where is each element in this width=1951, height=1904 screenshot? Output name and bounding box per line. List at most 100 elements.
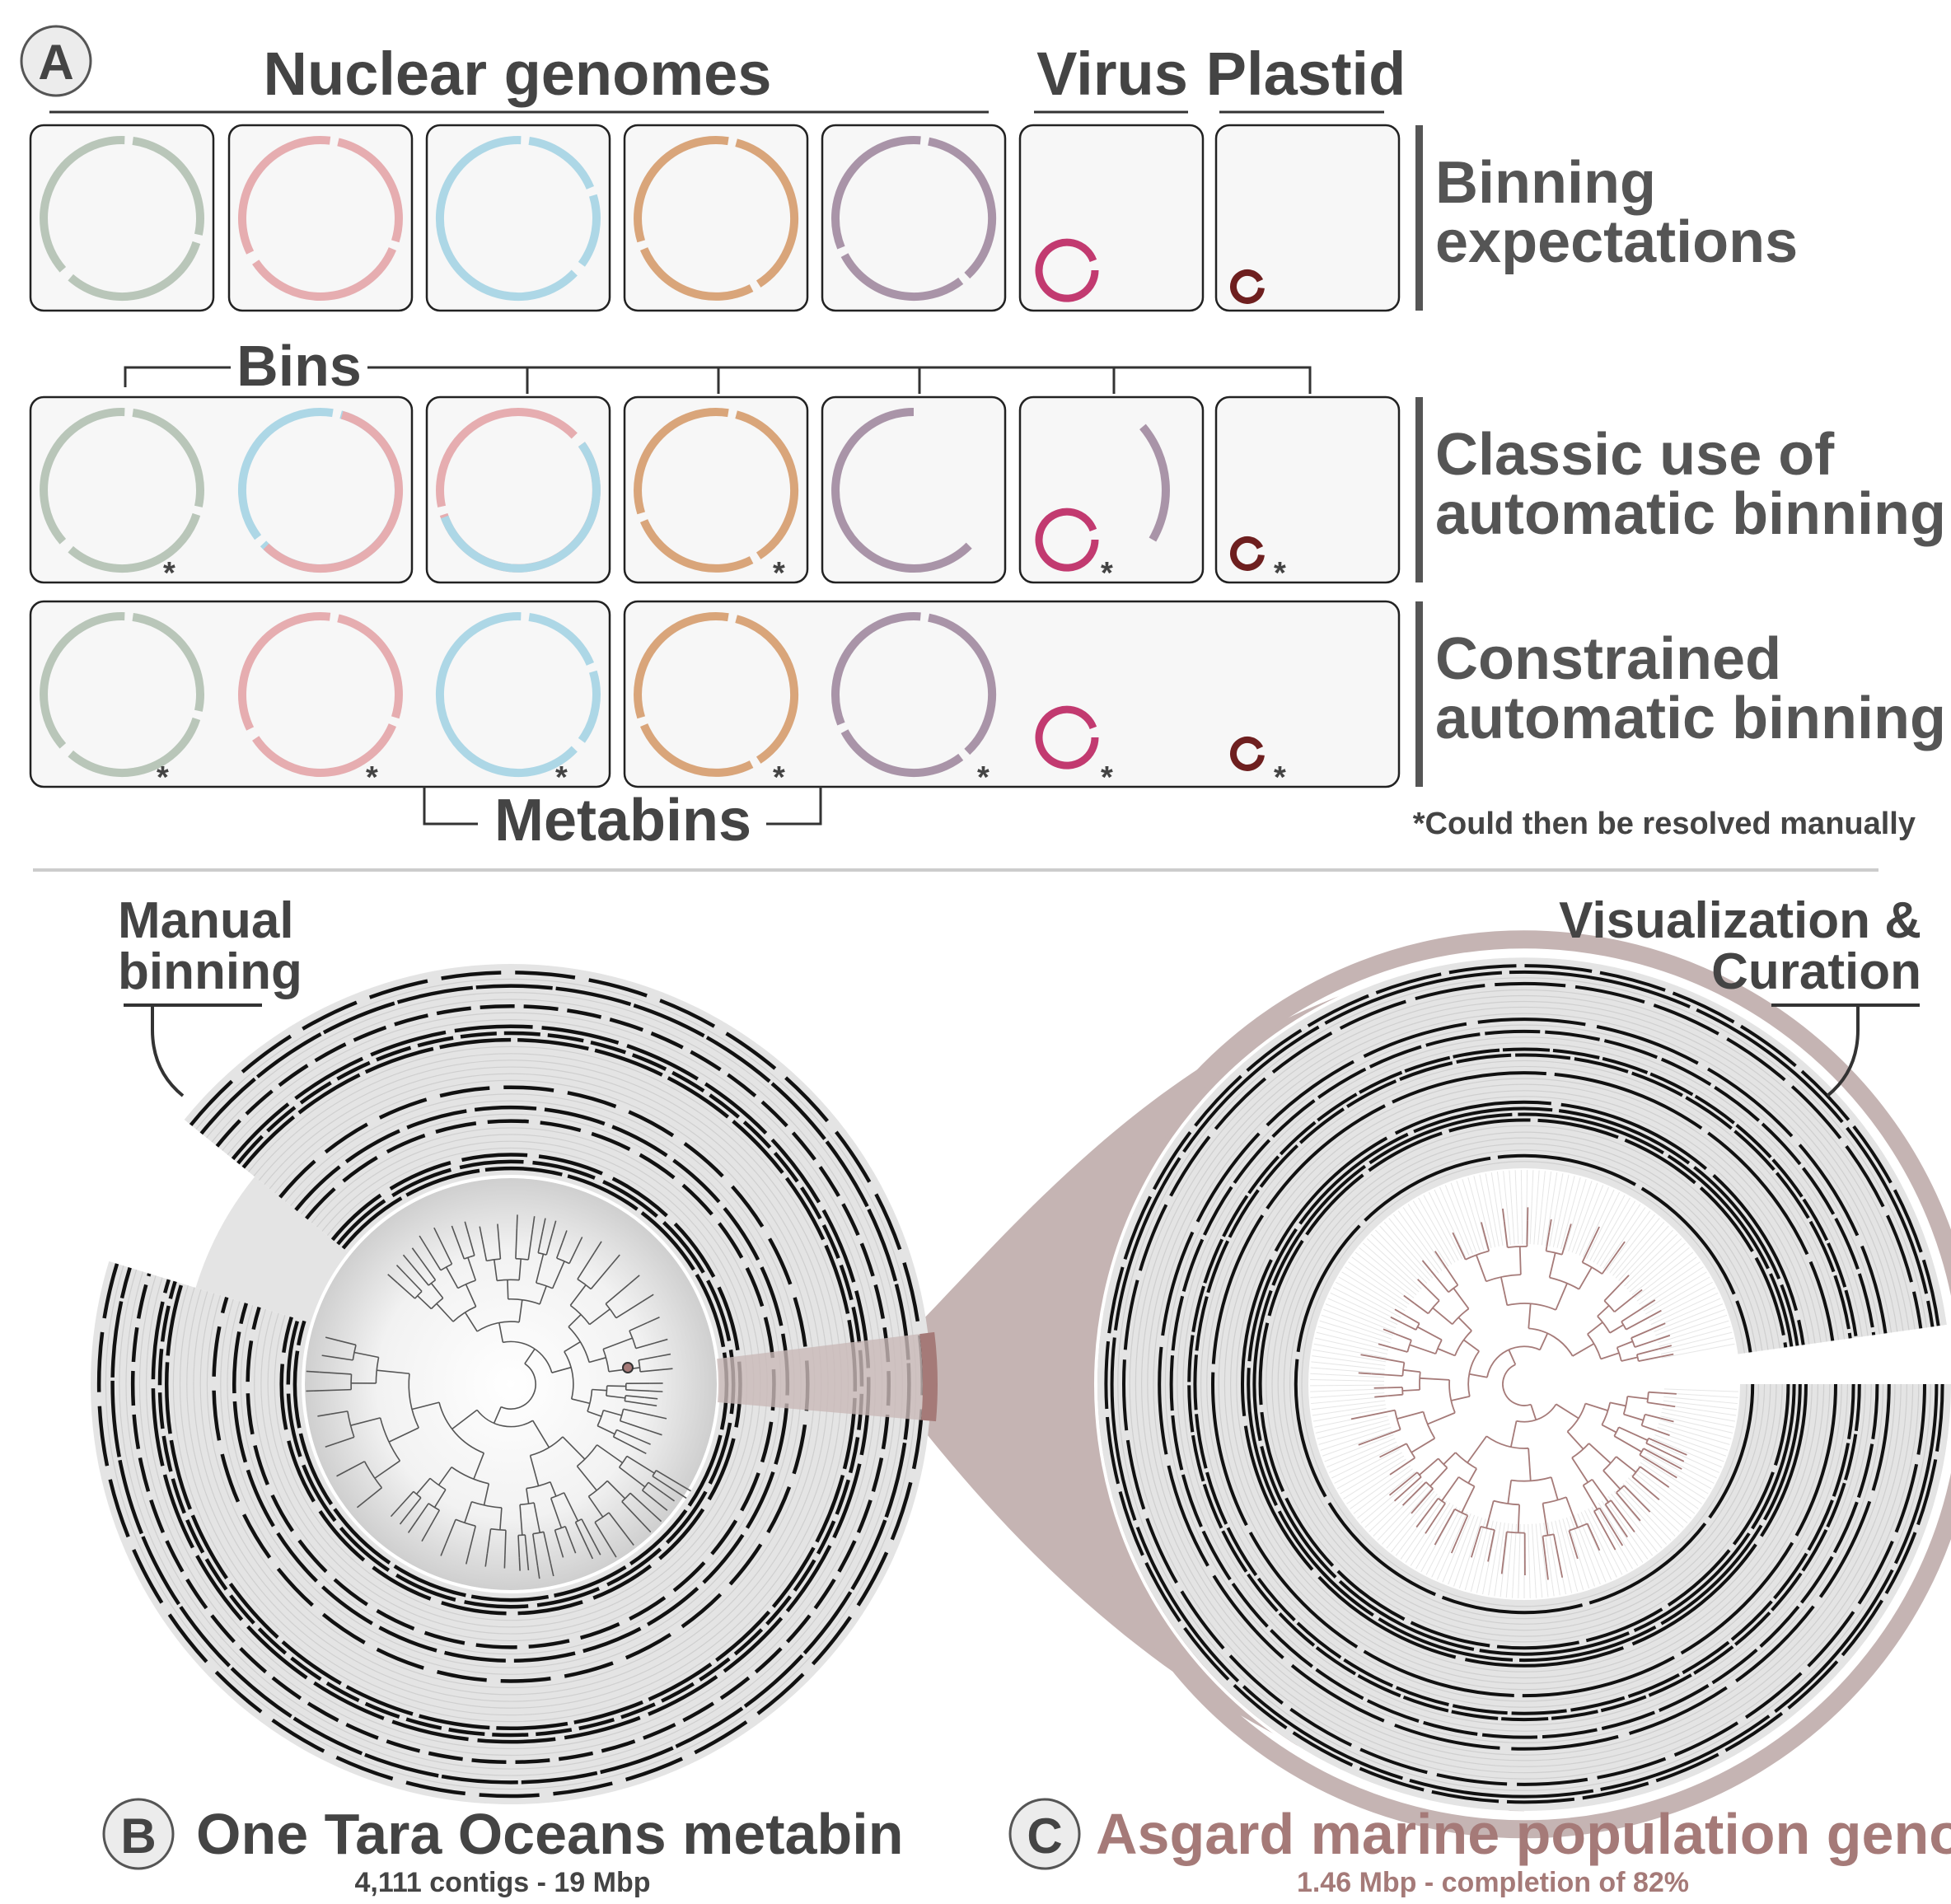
tree-branch bbox=[581, 1518, 596, 1544]
ring-segment bbox=[436, 408, 578, 508]
tree-leaf bbox=[526, 1556, 530, 1570]
row-label-bar bbox=[1415, 397, 1423, 582]
leaf-guide bbox=[1329, 1441, 1397, 1473]
tree-branch bbox=[1610, 1499, 1628, 1523]
tree-branch bbox=[1571, 1457, 1589, 1483]
leaf-guide bbox=[1634, 1251, 1694, 1298]
leaf-guide bbox=[1354, 1251, 1415, 1298]
tree-arc bbox=[1640, 1414, 1646, 1426]
panel-b-title: One Tara Oceans metabin bbox=[196, 1802, 903, 1866]
tree-branch bbox=[464, 1501, 473, 1523]
ring-segment bbox=[928, 613, 997, 756]
visualization-pointer bbox=[1771, 1003, 1920, 1097]
tree-branch bbox=[1402, 1368, 1420, 1373]
leaf-guide bbox=[1594, 1504, 1633, 1570]
leaf-guide bbox=[1436, 1512, 1468, 1580]
tree-branch bbox=[1474, 1526, 1482, 1546]
leaf-guide bbox=[1612, 1218, 1660, 1276]
panel-box bbox=[29, 395, 414, 584]
ring-segment bbox=[578, 194, 601, 267]
leaf-guide bbox=[1657, 1427, 1729, 1451]
tree-branch bbox=[348, 1461, 365, 1471]
tree-leaf bbox=[1660, 1353, 1674, 1358]
ring-segment bbox=[735, 410, 799, 559]
tree-leaf bbox=[1548, 1219, 1552, 1233]
asterisk: * bbox=[163, 556, 175, 591]
tree-leaf bbox=[1619, 1525, 1628, 1538]
ring-segment bbox=[337, 138, 403, 243]
tree-branch bbox=[1626, 1316, 1650, 1331]
ring-segment bbox=[337, 614, 403, 719]
tree-leaf bbox=[484, 1553, 489, 1567]
tree-branch bbox=[1507, 1480, 1513, 1504]
tree-branch bbox=[451, 1409, 478, 1430]
tree-branch bbox=[319, 1371, 352, 1375]
leaf-guide bbox=[1616, 1488, 1667, 1545]
tree-branch bbox=[639, 1355, 658, 1361]
tree-branch bbox=[1484, 1234, 1490, 1251]
ring-segment bbox=[132, 408, 204, 508]
leaf-guide bbox=[1448, 1514, 1476, 1585]
tree-arc bbox=[1587, 1333, 1602, 1359]
tree-branch bbox=[1409, 1344, 1436, 1355]
leaf-guide bbox=[1662, 1408, 1736, 1422]
tree-arc bbox=[414, 1290, 423, 1299]
tree-branch bbox=[1542, 1503, 1549, 1536]
leaf-guide bbox=[1644, 1455, 1709, 1495]
leaf-guide bbox=[1473, 1176, 1492, 1248]
ring-segment bbox=[1035, 705, 1099, 770]
tara-track bbox=[179, 1053, 842, 1716]
ring-segment bbox=[735, 615, 799, 764]
leaf-guide bbox=[1646, 1452, 1712, 1490]
asterisk: * bbox=[157, 760, 169, 795]
tree-branch bbox=[568, 1313, 582, 1328]
asgard-track bbox=[1110, 970, 1939, 1799]
tara-track bbox=[146, 1019, 876, 1750]
tree-branch bbox=[337, 1436, 355, 1443]
ring-segment bbox=[1230, 536, 1265, 571]
asgard-track bbox=[1218, 1078, 1831, 1691]
plastid-ring bbox=[1230, 536, 1265, 571]
tree-branch bbox=[1528, 1303, 1532, 1329]
leaf-guide bbox=[1549, 1173, 1564, 1247]
leaf-guide bbox=[1599, 1204, 1641, 1267]
tree-branch bbox=[1528, 1448, 1532, 1481]
tree-branch bbox=[1587, 1322, 1603, 1336]
ring-segment bbox=[1230, 269, 1265, 304]
tree-leaf bbox=[1401, 1495, 1413, 1506]
ring-segment bbox=[68, 512, 201, 573]
leaf-guide bbox=[1310, 1367, 1385, 1374]
tree-leaf bbox=[536, 1565, 540, 1579]
asterisks: * * * * * * * * * * * bbox=[157, 556, 1286, 795]
tree-branch bbox=[527, 1228, 534, 1261]
tree-branch bbox=[1631, 1476, 1650, 1492]
tree-branch bbox=[518, 1258, 522, 1280]
tree-branch bbox=[1500, 1276, 1509, 1306]
tree-branch bbox=[590, 1264, 612, 1290]
tree-branch bbox=[436, 1303, 454, 1322]
leaf-guide bbox=[1488, 1522, 1502, 1596]
tree-leaf bbox=[440, 1543, 447, 1556]
tree-leaf bbox=[561, 1230, 568, 1243]
genome-ring-sage bbox=[40, 408, 204, 573]
tree-branch bbox=[1463, 1339, 1480, 1352]
tree-leaf bbox=[679, 1483, 691, 1492]
leaf-guide bbox=[1428, 1191, 1462, 1259]
tree-leaf bbox=[1660, 1417, 1674, 1423]
badge-b: B bbox=[120, 1808, 156, 1864]
tree-leaf bbox=[1378, 1343, 1392, 1349]
tree-leaf bbox=[1671, 1455, 1685, 1462]
tree-branch bbox=[1638, 1355, 1661, 1363]
tree-branch bbox=[1539, 1332, 1549, 1350]
tree-branch bbox=[353, 1351, 379, 1359]
leaf-guide bbox=[1341, 1271, 1406, 1312]
tara-track bbox=[240, 1113, 782, 1655]
tree-arc bbox=[619, 1409, 625, 1421]
tree-leaf bbox=[1566, 1223, 1572, 1237]
genome-ring-pink-part bbox=[263, 410, 404, 573]
tree-branch bbox=[1591, 1479, 1609, 1503]
tree-branch bbox=[613, 1436, 635, 1448]
leaf-guide bbox=[1528, 1523, 1531, 1598]
leaf-guide bbox=[1494, 1523, 1505, 1597]
leaf-guide bbox=[1340, 1455, 1405, 1495]
